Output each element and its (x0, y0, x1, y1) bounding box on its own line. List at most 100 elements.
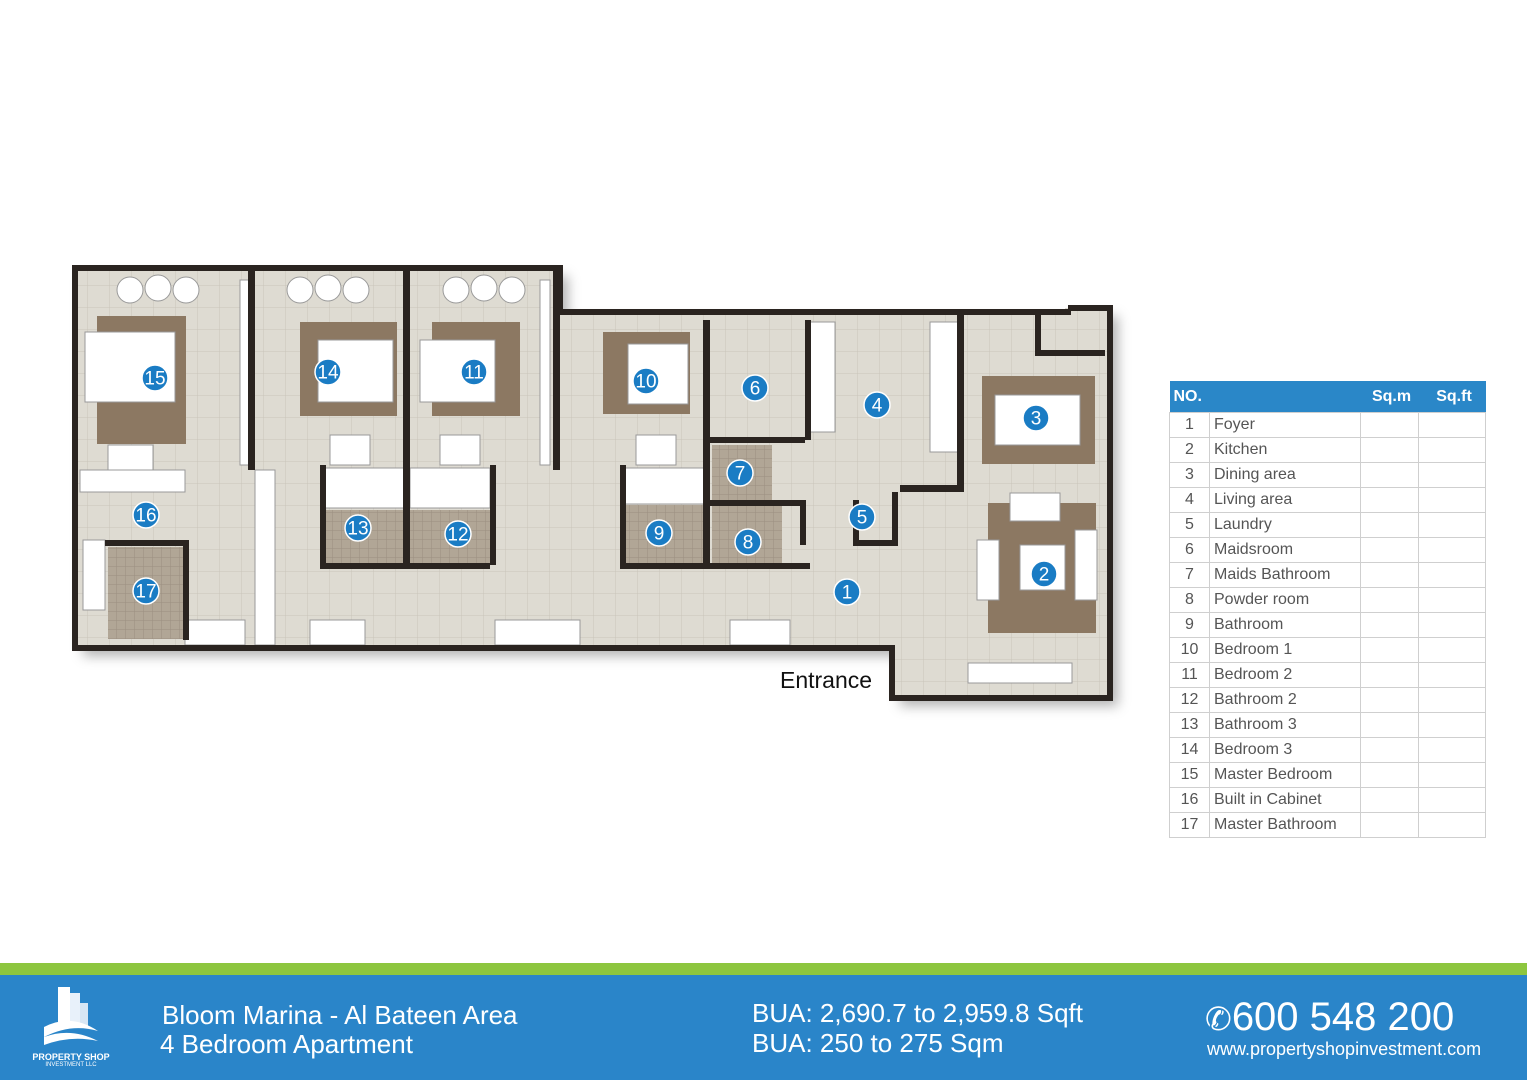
room-marker-8 (734, 528, 762, 556)
room-sqft (1418, 762, 1486, 788)
project-name: Bloom Marina - Al Bateen Area (162, 1000, 518, 1030)
room-name: Dining area (1209, 462, 1361, 488)
phone-number[interactable]: ✆600 548 200 (1205, 995, 1454, 1041)
bua-sqft: BUA: 2,690.7 to 2,959.8 Sqft (752, 998, 1084, 1028)
room-sqm (1360, 662, 1419, 688)
room-sqft (1418, 787, 1486, 813)
room-marker-6 (741, 374, 769, 402)
phone-text: 600 548 200 (1231, 995, 1455, 1039)
room-marker-label: 7 (735, 464, 746, 485)
room-name: Bathroom 2 (1209, 687, 1361, 713)
room-sqft (1418, 487, 1486, 513)
room-sqft (1418, 562, 1486, 588)
room-sqm (1360, 737, 1419, 763)
room-marker-label: 9 (654, 524, 665, 545)
room-marker-label: 3 (1031, 409, 1042, 430)
footer-accent-bar (0, 963, 1527, 975)
header-sqm: Sq.m (1360, 381, 1419, 413)
room-sqm (1360, 762, 1419, 788)
room-number: 3 (1169, 462, 1210, 488)
room-sqm (1360, 537, 1419, 563)
footer: PROPERTY SHOP INVESTMENT LLC Bloom Marin… (0, 975, 1527, 1080)
room-marker-3 (1022, 404, 1050, 432)
room-number: 17 (1169, 812, 1210, 838)
room-marker-label: 14 (317, 363, 339, 384)
room-sqft (1418, 437, 1486, 463)
room-sqm (1360, 462, 1419, 488)
room-number: 14 (1169, 737, 1210, 763)
room-sqft (1418, 687, 1486, 713)
room-number: 6 (1169, 537, 1210, 563)
room-sqft (1418, 587, 1486, 613)
room-marker-label: 1 (842, 583, 853, 604)
room-marker-10 (632, 367, 660, 395)
room-marker-13 (344, 514, 372, 542)
room-number: 12 (1169, 687, 1210, 713)
room-sqft (1418, 412, 1486, 438)
room-marker-2 (1030, 560, 1058, 588)
room-name: Kitchen (1209, 437, 1361, 463)
room-name: Maids Bathroom (1209, 562, 1361, 588)
room-marker-label: 5 (857, 508, 868, 529)
room-number: 10 (1169, 637, 1210, 663)
room-name: Maidsroom (1209, 537, 1361, 563)
room-sqft (1418, 662, 1486, 688)
room-name: Bedroom 2 (1209, 662, 1361, 688)
website-link[interactable]: www.propertyshopinvestment.com (1207, 1039, 1482, 1059)
room-sqft (1418, 462, 1486, 488)
room-marker-9 (645, 519, 673, 547)
room-sqm (1360, 637, 1419, 663)
unit-type: 4 Bedroom Apartment (160, 1029, 413, 1059)
room-marker-11 (460, 358, 488, 386)
room-name: Living area (1209, 487, 1361, 513)
room-sqm (1360, 687, 1419, 713)
room-sqft (1418, 512, 1486, 538)
buildings-logo-icon (44, 987, 98, 1045)
room-number: 4 (1169, 487, 1210, 513)
room-name: Bedroom 3 (1209, 737, 1361, 763)
room-sqm (1360, 787, 1419, 813)
room-marker-12 (444, 520, 472, 548)
header-sqft: Sq.ft (1418, 381, 1486, 413)
room-name: Bathroom (1209, 612, 1361, 638)
room-sqft (1418, 737, 1486, 763)
room-marker-label: 10 (635, 372, 656, 393)
room-number: 2 (1169, 437, 1210, 463)
room-number: 13 (1169, 712, 1210, 738)
entrance-label: Entrance (780, 667, 873, 693)
header-no: NO. (1169, 381, 1361, 413)
room-sqm (1360, 437, 1419, 463)
room-number: 15 (1169, 762, 1210, 788)
room-marker-label: 4 (872, 396, 883, 417)
room-marker-17 (132, 577, 160, 605)
room-name: Master Bedroom (1209, 762, 1361, 788)
room-name: Master Bathroom (1209, 812, 1361, 838)
room-marker-15 (141, 364, 169, 392)
room-marker-label: 11 (464, 363, 484, 384)
room-number: 7 (1169, 562, 1210, 588)
room-sqm (1360, 412, 1419, 438)
room-name: Bathroom 3 (1209, 712, 1361, 738)
room-sqm (1360, 812, 1419, 838)
room-marker-label: 2 (1039, 565, 1050, 586)
room-sqm (1360, 487, 1419, 513)
room-marker-label: 12 (447, 525, 468, 546)
company-logo: PROPERTY SHOP INVESTMENT LLC (26, 983, 116, 1068)
room-marker-label: 15 (144, 369, 165, 390)
furniture (79, 274, 1098, 684)
room-marker-label: 16 (135, 506, 156, 527)
room-sqft (1418, 637, 1486, 663)
room-sqft (1418, 537, 1486, 563)
logo-name: PROPERTY SHOP (32, 1052, 110, 1062)
